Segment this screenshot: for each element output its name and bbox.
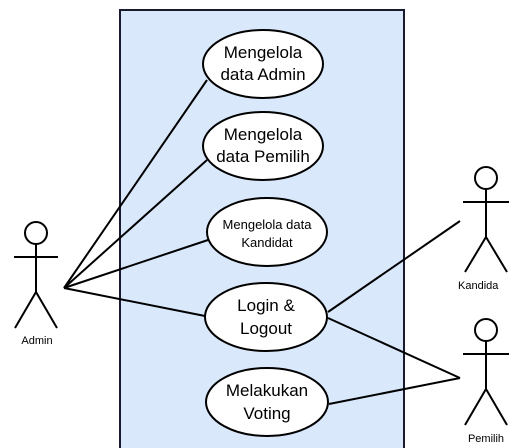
association-admin-manage-voter — [63, 159, 208, 289]
actor-label-candidate: Kandida — [458, 280, 499, 292]
usecase-label: Mengelola — [224, 43, 303, 62]
association-voter-voting — [328, 377, 461, 405]
association-candidate-login — [327, 220, 461, 313]
usecase-label: data Pemilih — [216, 147, 310, 166]
usecase-label: Voting — [243, 404, 290, 423]
actor-head — [24, 221, 48, 245]
actor-label-admin: Admin — [21, 335, 52, 347]
actor-head — [474, 318, 498, 342]
association-admin-manage-admin — [63, 79, 208, 289]
usecase-manage-admin[interactable]: Mengelola data Admin — [202, 29, 324, 99]
association-voter-login — [327, 317, 461, 379]
associations — [63, 79, 461, 405]
usecase-label: Login & — [237, 296, 295, 315]
usecase-label: Mengelola — [224, 125, 303, 144]
usecase-label: data Admin — [220, 65, 305, 84]
usecase-ellipse — [204, 282, 328, 352]
usecase-label: Kandidat — [241, 235, 293, 250]
usecase-label: Mengelola data — [223, 217, 313, 232]
actor-left-leg — [14, 291, 37, 329]
association-admin-manage-candidate — [63, 239, 209, 289]
usecase-label: Melakukan — [226, 381, 308, 400]
actor-candidate[interactable] — [463, 166, 509, 273]
association-admin-login — [63, 287, 206, 317]
usecase-label: Logout — [240, 319, 292, 338]
usecase-manage-candidate[interactable]: Mengelola data Kandidat — [206, 197, 328, 267]
actor-admin[interactable] — [14, 221, 58, 329]
actor-head — [474, 166, 498, 190]
usecase-voting[interactable]: Melakukan Voting — [205, 367, 329, 437]
actor-right-leg — [485, 236, 508, 273]
usecase-ellipse — [206, 197, 328, 267]
usecase-ellipse — [205, 367, 329, 437]
usecase-login-logout[interactable]: Login & Logout — [204, 282, 328, 352]
usecase-ellipse — [202, 29, 324, 99]
actor-label-voter: Pemilih — [468, 433, 504, 445]
actor-voter[interactable] — [463, 318, 509, 426]
actor-left-leg — [464, 388, 487, 426]
usecase-manage-voter[interactable]: Mengelola data Pemilih — [202, 111, 324, 181]
actor-right-leg — [485, 388, 508, 426]
usecase-ellipse — [202, 111, 324, 181]
actor-right-leg — [35, 291, 58, 329]
actor-left-leg — [464, 236, 487, 273]
